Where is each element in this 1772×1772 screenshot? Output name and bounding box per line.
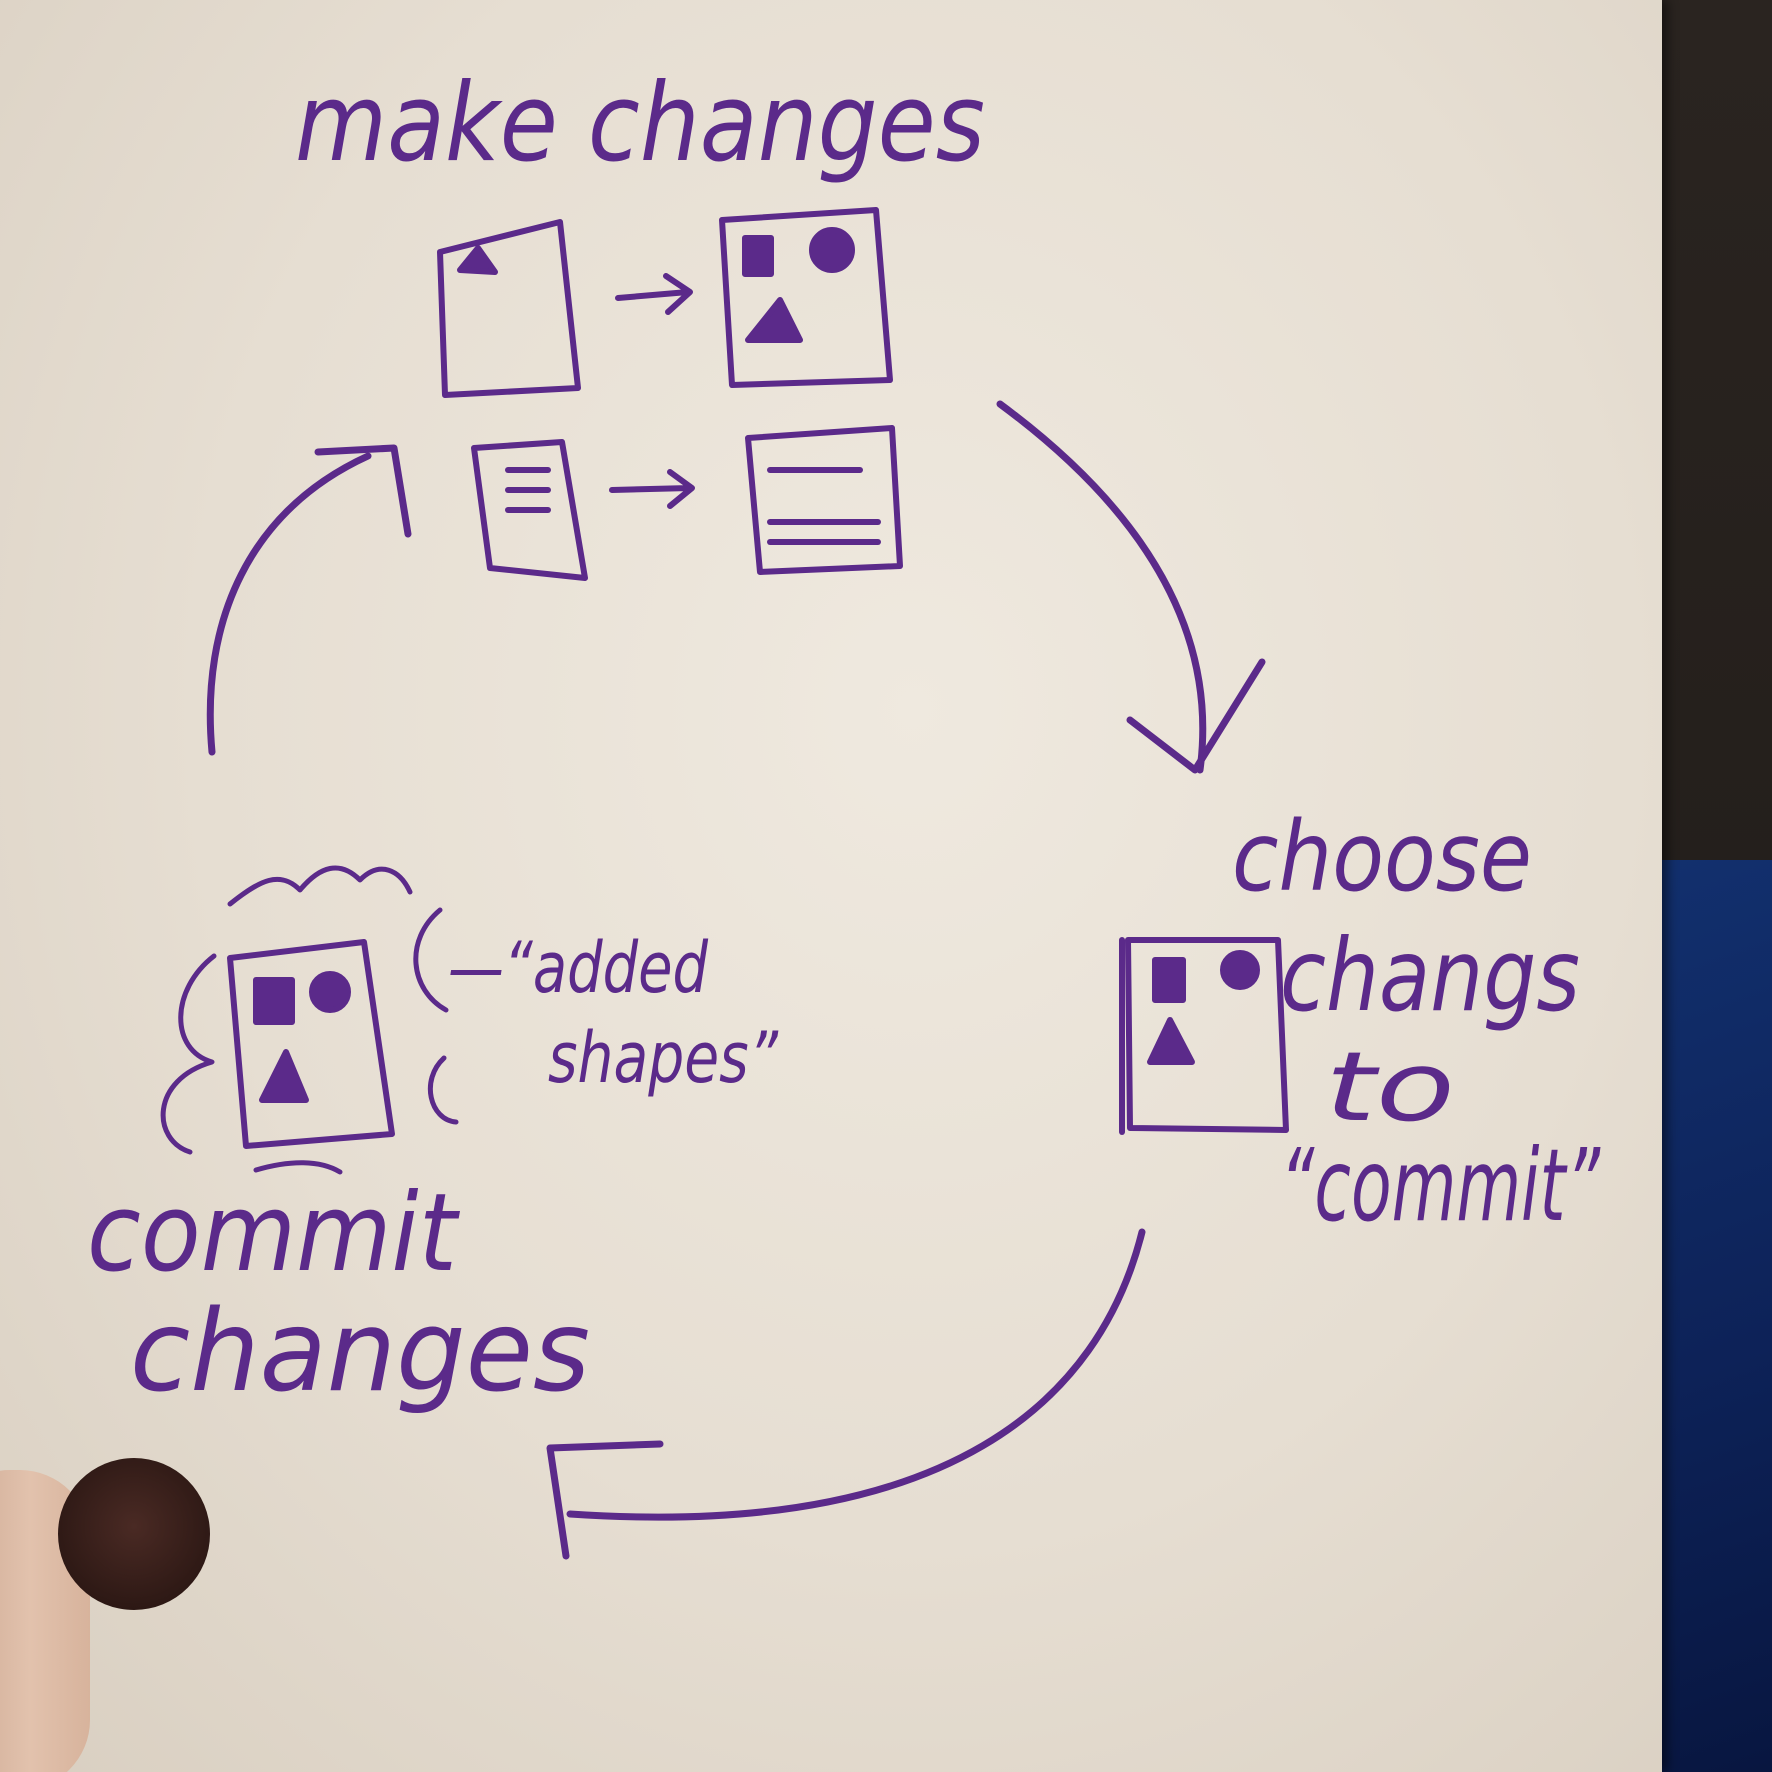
- arrow-head-icon: [546, 1440, 664, 1560]
- arrow-right-icon: [615, 273, 693, 315]
- paper-card: [0, 0, 1662, 1772]
- staged-file-icon: [1119, 937, 1289, 1135]
- image-file-before-icon: [437, 219, 581, 398]
- added-shapes-label-line1: —“added: [448, 927, 708, 1009]
- image-file-after-icon: [719, 207, 893, 388]
- text-file-before-icon: [471, 439, 588, 581]
- changes-label: changs: [1280, 917, 1580, 1034]
- arrow-right-icon: [609, 469, 695, 509]
- arrow-head-icon: [314, 444, 412, 538]
- commit-quote-label: “commit”: [1280, 1127, 1601, 1244]
- committed-file-icon: [227, 939, 395, 1149]
- make-changes-label: make changes: [295, 61, 985, 186]
- text-file-after-icon: [745, 425, 903, 575]
- arrow-to-make-changes: [206, 452, 372, 756]
- arrow-to-commit: [566, 1228, 1146, 1521]
- left-brace: [160, 953, 217, 1155]
- added-shapes-label-line2: shapes”: [548, 1017, 779, 1099]
- arrow-head-icon: [1126, 658, 1266, 774]
- punched-hole: [58, 1458, 210, 1610]
- changes-label-bottom: changes: [130, 1287, 590, 1417]
- underline-stroke: [253, 1160, 343, 1175]
- choose-label: choose: [1232, 801, 1532, 913]
- right-brace: [413, 907, 459, 1125]
- to-label: to: [1325, 1031, 1455, 1143]
- sparkle-lines: [227, 865, 413, 907]
- arrow-to-choose: [996, 400, 1207, 774]
- background-fabric: [1640, 860, 1772, 1772]
- commit-label: commit: [87, 1171, 460, 1296]
